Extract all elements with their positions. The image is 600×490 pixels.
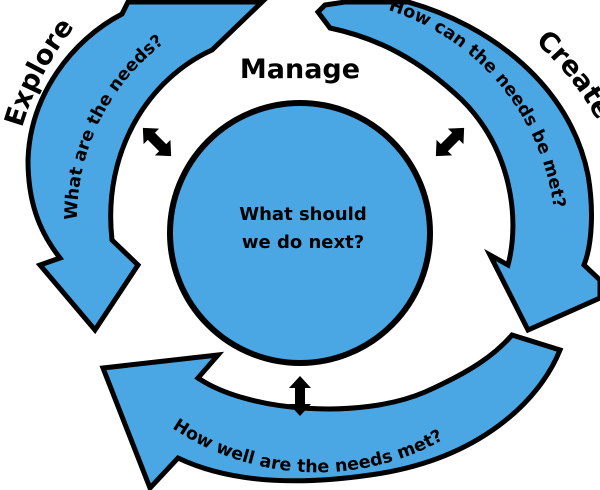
hub-circle — [167, 100, 433, 366]
double-arrow-left-icon — [142, 127, 172, 157]
hub-question-line1: What should — [239, 204, 366, 225]
explore-arrow — [25, 0, 268, 335]
double-arrow-bottom-icon — [289, 376, 311, 416]
evaluate-arrow — [99, 332, 564, 490]
create-arrow — [314, 0, 600, 334]
hub-question-line2: we do next? — [242, 232, 364, 253]
manage-label: Manage — [240, 54, 360, 85]
double-arrow-right-icon — [435, 127, 465, 157]
